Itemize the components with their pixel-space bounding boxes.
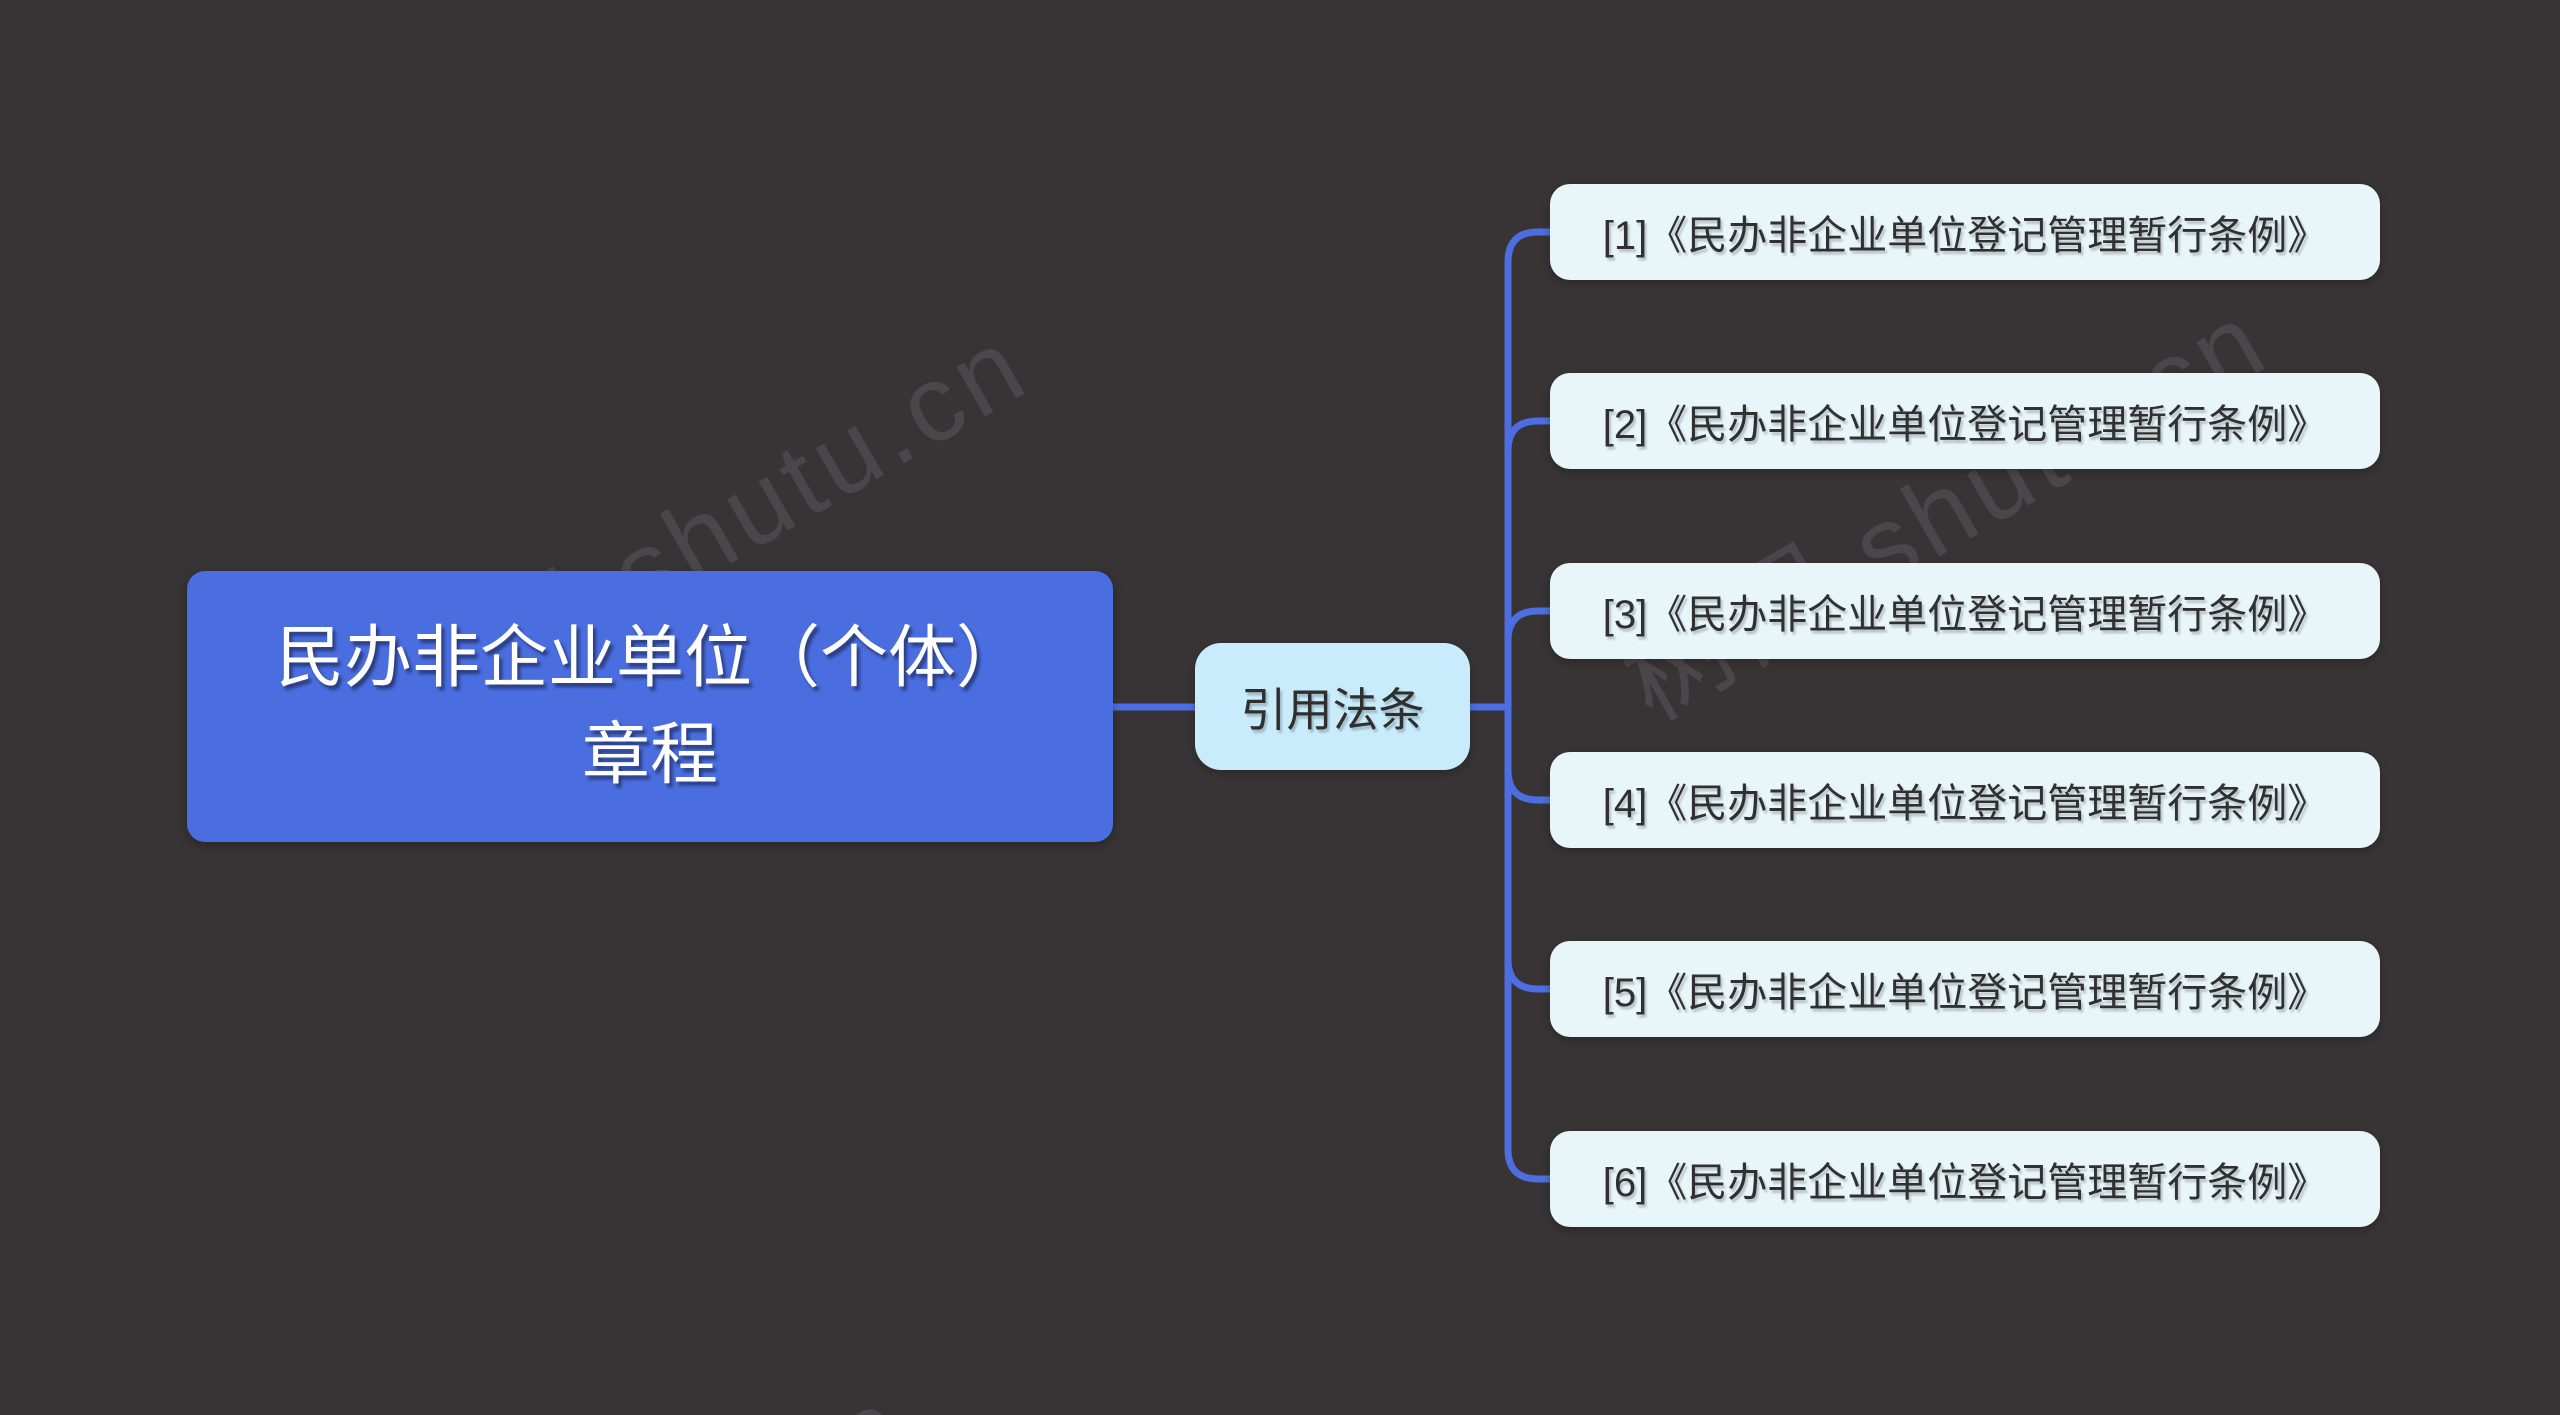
citation-node-4[interactable]: [4]《民办非企业单位登记管理暂行条例》: [1550, 752, 2380, 848]
branch-node-citations[interactable]: 引用法条: [1195, 643, 1470, 770]
branch-node-label: 引用法条: [1240, 683, 1425, 736]
citation-label: [2]《民办非企业单位登记管理暂行条例》: [1602, 403, 2328, 447]
citation-label: [1]《民办非企业单位登记管理暂行条例》: [1602, 214, 2328, 258]
connector-branch-to-citation-3: [1504, 607, 1556, 711]
citation-label: [4]《民办非企业单位登记管理暂行条例》: [1602, 782, 2328, 826]
connector-branch-to-citation-2: [1504, 417, 1556, 711]
connector-branch-to-citation-1: [1504, 228, 1556, 711]
citation-node-6[interactable]: [6]《民办非企业单位登记管理暂行条例》: [1550, 1131, 2380, 1227]
root-node[interactable]: 民办非企业单位（个体） 章程: [187, 571, 1113, 842]
connector-branch-to-citation-5: [1504, 703, 1556, 993]
citation-node-1[interactable]: [1]《民办非企业单位登记管理暂行条例》: [1550, 184, 2380, 280]
connector-branch-to-citation-6: [1504, 703, 1556, 1183]
citation-label: [3]《民办非企业单位登记管理暂行条例》: [1602, 593, 2328, 637]
citation-label: [5]《民办非企业单位登记管理暂行条例》: [1602, 971, 2328, 1015]
root-node-label-line1: 民办非企业单位（个体）: [275, 619, 1024, 696]
citation-node-5[interactable]: [5]《民办非企业单位登记管理暂行条例》: [1550, 941, 2380, 1037]
citation-label: [6]《民办非企业单位登记管理暂行条例》: [1602, 1161, 2328, 1205]
citation-node-3[interactable]: [3]《民办非企业单位登记管理暂行条例》: [1550, 563, 2380, 659]
connector-branch-to-citation-4: [1504, 703, 1556, 804]
root-node-label-line2: 章程: [581, 716, 718, 793]
citation-node-2[interactable]: [2]《民办非企业单位登记管理暂行条例》: [1550, 373, 2380, 469]
